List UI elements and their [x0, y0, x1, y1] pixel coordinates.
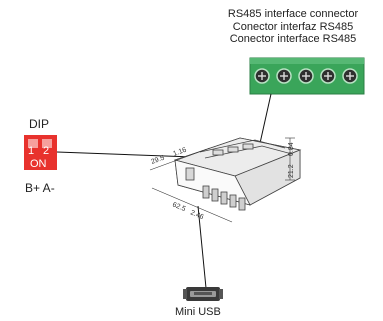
- rs485-label-english: RS485 interface connector: [227, 8, 359, 20]
- dip-switch: 1 2 ON: [24, 135, 57, 170]
- dip-switch-2-number: 2: [43, 145, 49, 157]
- usb-leader-line: [197, 205, 207, 289]
- dip-leader-line: [56, 151, 194, 158]
- height-mm: 21.2: [288, 164, 295, 178]
- dip-title: DIP: [29, 117, 50, 131]
- width-mm: 62.5: [171, 201, 186, 213]
- rs485-label-portuguese: Conector interface RS485: [229, 33, 357, 45]
- dip-polarity-label: B+ A-: [25, 181, 55, 195]
- dip-switch-1-number: 1: [28, 145, 34, 157]
- device-body: [173, 137, 302, 211]
- height-in: 0.84: [288, 142, 295, 156]
- depth-mm: 29.5: [150, 155, 165, 166]
- dip-on-label: ON: [30, 158, 47, 170]
- rs485-terminal-block: [249, 57, 365, 95]
- rs485-connector-caption: RS485 interface connector Conector inter…: [208, 8, 378, 46]
- width-in: 2.46: [189, 209, 204, 221]
- depth-in: 1.16: [172, 147, 187, 158]
- mini-usb-connector: [183, 287, 223, 301]
- mini-usb-label: Mini USB: [175, 306, 221, 318]
- rs485-label-spanish: Conector interfaz RS485: [232, 20, 354, 33]
- dimension-lines: [149, 137, 295, 223]
